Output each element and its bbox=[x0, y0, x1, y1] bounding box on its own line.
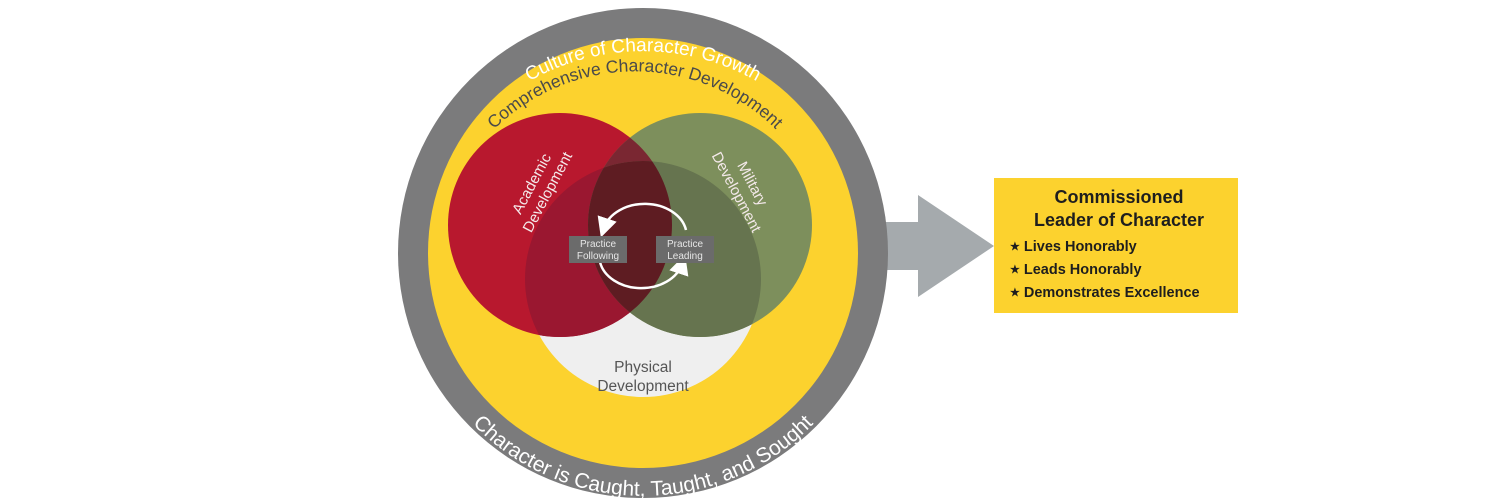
star-icon: ★ bbox=[1010, 241, 1020, 253]
list-item: ★Demonstrates Excellence bbox=[1010, 282, 1228, 305]
svg-text:Leading: Leading bbox=[667, 251, 703, 262]
practice-cycle-icon bbox=[597, 202, 689, 290]
list-item: ★Lives Honorably bbox=[1010, 236, 1228, 259]
star-icon: ★ bbox=[1010, 287, 1020, 299]
list-item-label: Lives Honorably bbox=[1023, 239, 1137, 255]
svg-text:Following: Following bbox=[577, 251, 619, 262]
practice-leading-box: Practice Leading bbox=[656, 236, 714, 263]
list-item-label: Demonstrates Excellence bbox=[1023, 285, 1200, 301]
physical-label: Physical Development bbox=[597, 359, 689, 395]
svg-text:Development: Development bbox=[597, 378, 689, 395]
list-item-label: Leads Honorably bbox=[1023, 262, 1142, 278]
svg-text:Practice: Practice bbox=[667, 239, 704, 250]
star-icon: ★ bbox=[1010, 264, 1020, 276]
outcome-arrow bbox=[880, 195, 994, 297]
list-item: ★Leads Honorably bbox=[1010, 259, 1228, 282]
svg-text:Practice: Practice bbox=[580, 239, 617, 250]
svg-text:Physical: Physical bbox=[614, 359, 672, 376]
practice-following-box: Practice Following bbox=[569, 236, 627, 263]
outcome-title: Commissioned Leader of Character bbox=[1033, 187, 1205, 230]
outcome-box: Commissioned Leader of Character ★Lives … bbox=[994, 178, 1238, 313]
center-overlap bbox=[588, 161, 672, 337]
outcome-list: ★Lives Honorably ★Leads Honorably ★Demon… bbox=[1010, 236, 1228, 305]
